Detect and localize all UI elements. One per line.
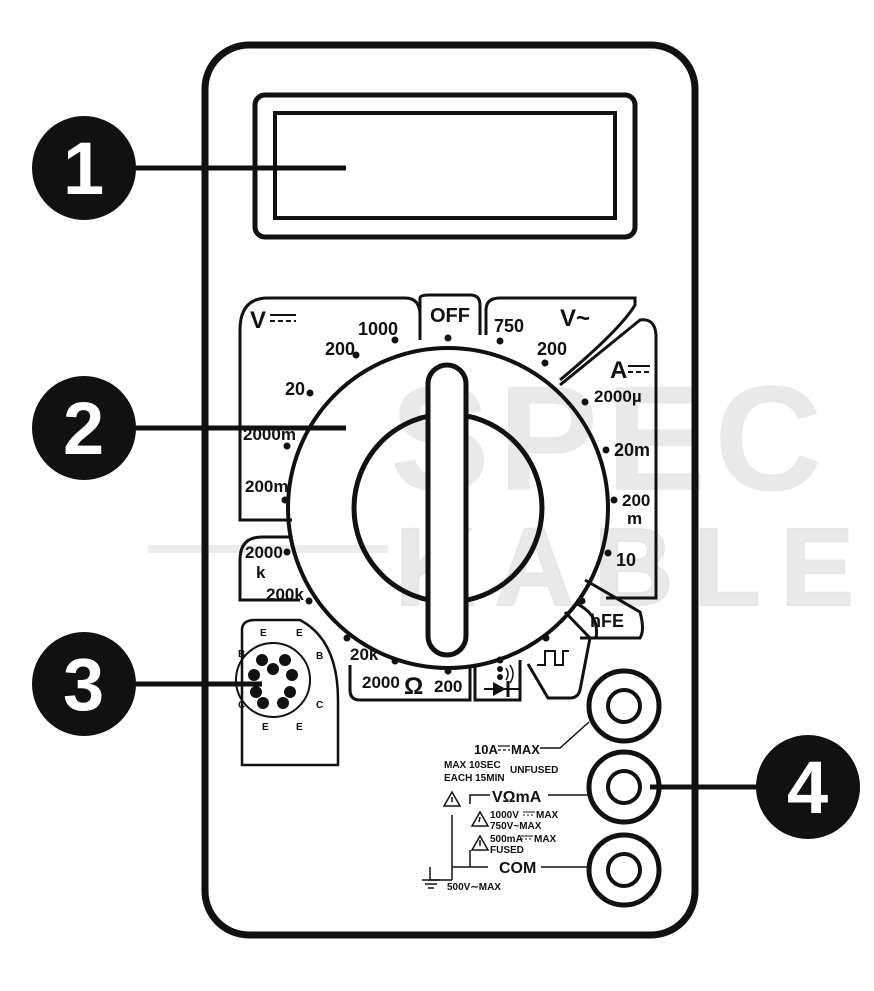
- ground-icon: [422, 879, 440, 889]
- callout-3: 3: [32, 632, 136, 736]
- socket-label-e3: E: [262, 722, 269, 733]
- dcv-range-200m: 200m: [245, 477, 288, 496]
- high-voltage-warning-icon: [470, 810, 490, 827]
- fuse-warning-icon: [470, 834, 490, 851]
- dca-range-200: 200: [622, 491, 650, 510]
- jack-vohm-fused: FUSED: [490, 845, 524, 856]
- callout-2: 2: [32, 376, 136, 480]
- dca-range-10: 10: [616, 550, 636, 570]
- dcv-range-1000: 1000: [358, 319, 398, 339]
- callout-leaders: [120, 165, 770, 790]
- ohm-range-20k: 20k: [350, 645, 379, 664]
- callout-4: 4: [756, 735, 860, 839]
- jack-10a-note1: MAX 10SEC: [444, 760, 501, 771]
- range-panels: [238, 293, 658, 702]
- transistor-socket: E E B B C C E E: [235, 618, 340, 767]
- diode-continuity-icon: [484, 664, 520, 697]
- selector-knob-pointer[interactable]: [425, 362, 469, 658]
- jack-10a-max: MAX: [511, 742, 540, 757]
- watermark: SPEC KABLE: [148, 354, 874, 630]
- callout-number: 1: [63, 127, 104, 210]
- meter-body: [201, 41, 699, 939]
- jack-com[interactable]: [586, 832, 662, 908]
- ohm-symbol: Ω: [404, 673, 423, 700]
- socket-label-b1: B: [238, 649, 245, 660]
- jack-vohm-vmax: MAX: [536, 810, 559, 821]
- dca-range-200-unit: m: [627, 509, 642, 528]
- dca-range-20m: 20m: [614, 440, 650, 460]
- socket-label-e4: E: [296, 722, 303, 733]
- watermark-bar: [148, 545, 388, 553]
- jack-10a-unfused: UNFUSED: [510, 765, 558, 776]
- dca-symbol: A: [610, 357, 627, 384]
- socket-label-c2: C: [316, 700, 323, 711]
- ohm-range-200k: 200k: [266, 585, 304, 604]
- jack-vohm-ma: 500mA: [490, 834, 523, 845]
- jack-10a-label: 10A: [474, 742, 498, 757]
- rotary-selector[interactable]: [286, 346, 610, 670]
- ohm-range-2000k-unit: k: [256, 563, 266, 582]
- dcv-range-20: 20: [285, 379, 305, 399]
- jack-vohm-ac: 750V~MAX: [490, 821, 542, 832]
- input-jacks: 10A MAX MAX 10SEC EACH 15MIN UNFUSED VΩm…: [422, 668, 662, 908]
- dcv-range-200: 200: [325, 339, 355, 359]
- ohm-range-2000k: 2000: [245, 543, 283, 562]
- square-wave-icon: [537, 650, 569, 666]
- ohm-range-200: 200: [434, 677, 462, 696]
- watermark-line2: KABLE: [395, 506, 874, 629]
- jack-vohm-v: 1000V: [490, 810, 519, 821]
- jack-com-label: COM: [499, 860, 536, 877]
- jack-com-max: 500V∼MAX: [447, 882, 501, 893]
- socket-label-e2: E: [296, 628, 303, 639]
- socket-label-c1: C: [238, 700, 245, 711]
- callout-1: 1: [32, 116, 136, 220]
- dca-section: A: [610, 357, 650, 384]
- warning-icon: [442, 790, 462, 807]
- off-label: OFF: [430, 305, 470, 327]
- acv-range-750: 750: [494, 316, 524, 336]
- socket-label-e1: E: [260, 628, 267, 639]
- dcv-section: V: [250, 307, 296, 334]
- ohm-range-2000: 2000: [362, 673, 400, 692]
- jack-vohm-label: VΩmA: [492, 789, 542, 806]
- callout-number: 3: [63, 643, 104, 726]
- acv-range-200: 200: [537, 339, 567, 359]
- dcv-symbol: V: [250, 307, 266, 334]
- jack-10a-note2: EACH 15MIN: [444, 773, 505, 784]
- callout-number: 4: [787, 746, 828, 829]
- dca-range-2000u: 2000µ: [594, 387, 642, 406]
- jack-vohm-ma[interactable]: [586, 749, 662, 825]
- acv-symbol: V~: [560, 305, 590, 332]
- hfe-label: hFE: [590, 611, 624, 631]
- socket-label-b2: B: [316, 651, 323, 662]
- jack-10a[interactable]: [586, 668, 662, 744]
- callout-number: 2: [63, 387, 104, 470]
- jack-vohm-mamax: MAX: [534, 834, 557, 845]
